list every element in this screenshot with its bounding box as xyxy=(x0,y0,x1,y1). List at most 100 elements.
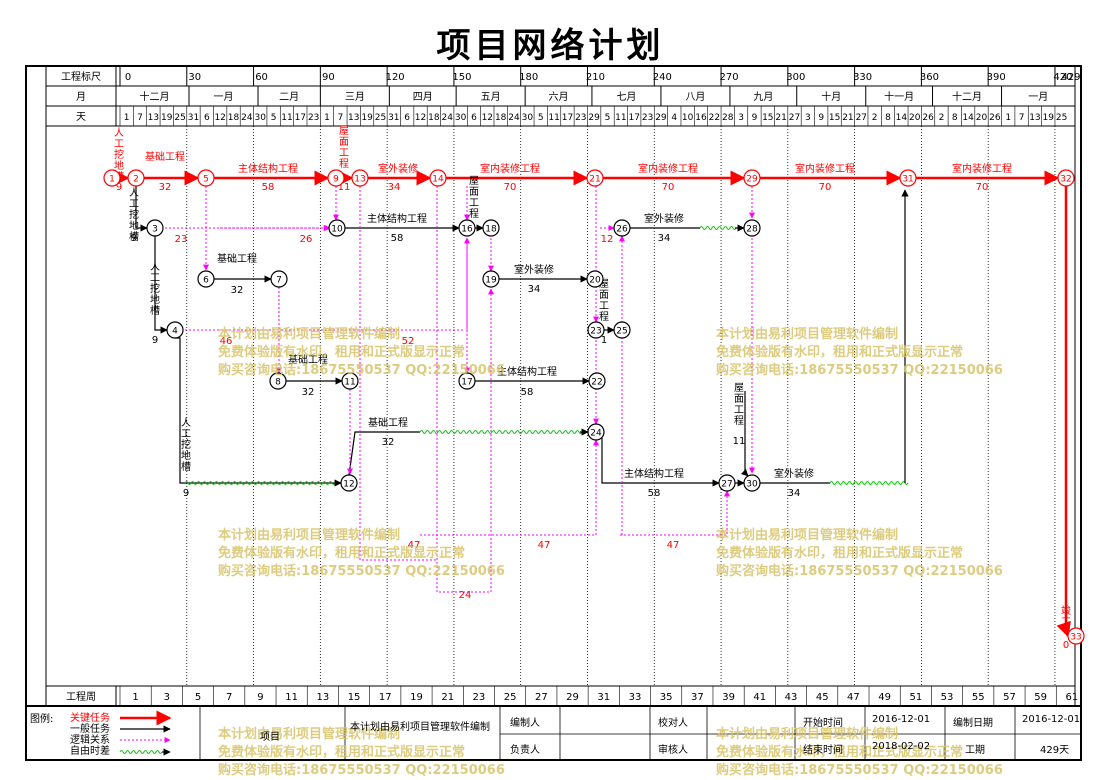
day-label-cell: 17 xyxy=(295,113,306,123)
scale-label: 工程标尺 xyxy=(61,71,101,83)
last-dur: 0 xyxy=(1063,640,1069,651)
day-label-cell: 20 xyxy=(976,113,988,123)
week-label-cell: 21 xyxy=(441,692,454,703)
month-label-cell: 六月 xyxy=(549,91,569,103)
event-node-label: 25 xyxy=(616,327,627,337)
week-label-cell: 57 xyxy=(1003,692,1016,703)
event-node-label: 22 xyxy=(591,378,602,388)
float-wave xyxy=(419,430,583,434)
critical-arrow xyxy=(1056,186,1071,638)
page-title: 项目网络计划 xyxy=(436,26,665,66)
day-label-cell: 7 xyxy=(338,113,344,123)
roof-c-label: 面 xyxy=(599,290,609,301)
scale-tick-label: 270 xyxy=(720,72,739,83)
week-label-cell: 41 xyxy=(753,692,766,703)
event-node-label: 21 xyxy=(589,175,600,185)
event-node-label: 14 xyxy=(432,175,444,185)
day-label-cell: 16 xyxy=(695,113,707,123)
event-node xyxy=(613,219,631,237)
week-label-cell: 27 xyxy=(535,692,548,703)
day-label-cell: 30 xyxy=(455,113,467,123)
critical-exterior-label: 室外装修 xyxy=(378,162,418,175)
event-node-label: 26 xyxy=(616,225,628,235)
event-node-label: 19 xyxy=(485,276,497,286)
float-24-label: 24 xyxy=(459,590,472,601)
duration-value: 429天 xyxy=(1040,745,1070,756)
float-52-label: 52 xyxy=(402,336,415,347)
month-label-cell: 十一月 xyxy=(884,90,914,103)
day-label-cell: 29 xyxy=(655,113,667,123)
structure-b-label: 主体结构工程 xyxy=(367,212,427,225)
roof-c-label: 工 xyxy=(599,301,609,312)
day-label-cell: 31 xyxy=(188,113,199,123)
exterior-d-dur: 34 xyxy=(788,488,801,499)
dig-2-dur: 9 xyxy=(131,233,137,244)
roof-d-dur: 11 xyxy=(733,436,746,447)
week-label-cell: 25 xyxy=(504,692,517,703)
week-label-cell: 3 xyxy=(164,692,170,703)
event-node xyxy=(586,169,604,187)
scale-tick-label: 300 xyxy=(786,72,805,83)
day-label-cell: 12 xyxy=(214,113,225,123)
month-label: 月 xyxy=(76,91,86,103)
reviewer-label: 审核人 xyxy=(658,745,688,756)
week-label-cell: 39 xyxy=(722,692,735,703)
interior-1-dur: 70 xyxy=(504,182,517,193)
float-wave xyxy=(829,481,909,485)
day-label-cell: 5 xyxy=(271,113,277,123)
event-node xyxy=(351,169,369,187)
event-node-label: 9 xyxy=(333,175,339,185)
event-node xyxy=(146,219,164,237)
event-node xyxy=(197,270,215,288)
interior-2-dur: 70 xyxy=(662,182,675,193)
critical-foundation-dur: 32 xyxy=(159,182,172,193)
day-label-cell: 24 xyxy=(442,113,454,123)
scale-tick-label: 240 xyxy=(653,72,672,83)
event-node xyxy=(341,372,359,390)
roof-b-label: 面 xyxy=(469,187,479,198)
dig-2-label: 工 xyxy=(129,199,139,210)
month-label-cell: 八月 xyxy=(685,91,705,103)
day-label-cell: 5 xyxy=(538,113,544,123)
critical-exterior-dur: 34 xyxy=(388,182,401,193)
foundation-c-label: 基础工程 xyxy=(288,353,328,366)
foundation-c-dur: 32 xyxy=(302,387,315,398)
interior-4-dur: 70 xyxy=(976,182,989,193)
day-label-cell: 19 xyxy=(361,113,373,123)
last-label: 工 xyxy=(1061,617,1071,628)
month-label-cell: 十月 xyxy=(821,90,841,103)
day-label-cell: 1 xyxy=(1005,113,1011,123)
week-label-cell: 29 xyxy=(566,692,579,703)
day-label-cell: 3 xyxy=(805,113,811,123)
event-node xyxy=(588,372,606,390)
logic-arrow xyxy=(436,186,494,593)
normal-arrow xyxy=(740,391,749,477)
foundation-b-dur: 32 xyxy=(231,285,244,296)
week-label-cell: 31 xyxy=(597,692,610,703)
day-label-cell: 7 xyxy=(137,113,143,123)
float-wave xyxy=(184,481,336,485)
month-label-cell: 三月 xyxy=(345,91,365,103)
day-label-cell: 27 xyxy=(789,113,800,123)
event-node-label: 24 xyxy=(590,429,602,439)
roof-b-label: 工 xyxy=(469,198,479,209)
watermark: 本计划由易利项目管理软件编制免费体验版有水印，租用和正式版显示正常购买咨询电话:… xyxy=(716,528,1003,579)
watermark: 本计划由易利项目管理软件编制免费体验版有水印，租用和正式版显示正常购买咨询电话:… xyxy=(218,327,505,378)
month-label-cell: 七月 xyxy=(616,91,636,103)
event-node xyxy=(458,372,476,390)
event-node-label: 4 xyxy=(172,327,178,337)
day-label-cell: 11 xyxy=(548,113,559,123)
scale-tick-label: 429 xyxy=(1061,72,1080,83)
event-node-label: 12 xyxy=(343,480,354,490)
week-label-cell: 13 xyxy=(316,692,329,703)
legend-normal: 一般任务 xyxy=(70,724,110,735)
day-label-cell: 2 xyxy=(872,113,878,123)
roof-d-label: 程 xyxy=(734,415,744,427)
dig-4-dur: 9 xyxy=(183,488,189,499)
manual-dig-label: 工 xyxy=(114,139,124,150)
event-node xyxy=(166,321,184,339)
day-label-cell: 20 xyxy=(909,113,921,123)
day-label-cell: 6 xyxy=(204,113,210,123)
day-label-cell: 31 xyxy=(388,113,399,123)
legend-logic: 逻辑关系 xyxy=(70,735,110,746)
